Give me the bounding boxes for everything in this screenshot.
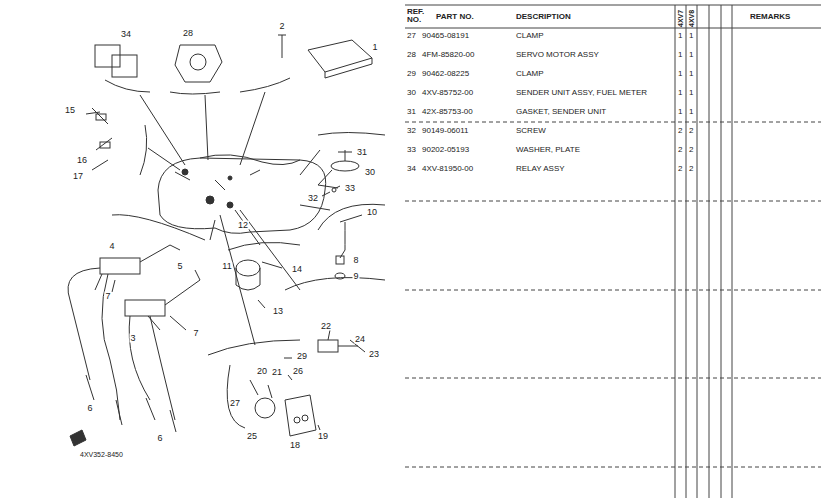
- table-header: DESCRIPTION: [516, 13, 571, 21]
- callout-number: 32: [307, 194, 319, 203]
- part-number: 4XV-85752-00: [422, 89, 473, 97]
- part-description: CLAMP: [516, 70, 544, 78]
- callout-number: 4: [108, 242, 115, 251]
- callout-number: 6: [86, 404, 93, 413]
- table-header: 4XV8: [688, 10, 695, 27]
- quantity: 1: [689, 70, 693, 78]
- table-header: REF. NO.: [407, 8, 433, 25]
- ref-number: 28: [407, 51, 416, 59]
- callout-number: 29: [296, 352, 308, 361]
- callout-number: 28: [182, 29, 194, 38]
- part-description: WASHER, PLATE: [516, 146, 580, 154]
- callout-number: 20: [256, 367, 268, 376]
- quantity: 1: [678, 108, 682, 116]
- table-header: PART NO.: [436, 13, 474, 21]
- part-number: 42X-85753-00: [422, 108, 473, 116]
- callout-number: 7: [104, 292, 111, 301]
- callout-number: 27: [229, 399, 241, 408]
- part-description: CLAMP: [516, 32, 544, 40]
- callout-number: 26: [292, 367, 304, 376]
- drawing-id: 4XV352-8450: [80, 451, 123, 458]
- part-description: SERVO MOTOR ASSY: [516, 51, 599, 59]
- callout-number: 31: [356, 148, 368, 157]
- quantity: 2: [689, 127, 693, 135]
- quantity: 1: [689, 108, 693, 116]
- quantity: 1: [678, 32, 682, 40]
- callout-number: 34: [120, 30, 132, 39]
- part-description: SENDER UNIT ASSY, FUEL METER: [516, 89, 647, 97]
- quantity: 1: [678, 89, 682, 97]
- quantity: 2: [689, 165, 693, 173]
- callout-number: 33: [344, 184, 356, 193]
- quantity: 1: [678, 70, 682, 78]
- callout-number: 17: [72, 172, 84, 181]
- callout-number: 14: [291, 265, 303, 274]
- callout-number: 18: [289, 441, 301, 450]
- quantity: 1: [689, 32, 693, 40]
- callout-number: 25: [246, 432, 258, 441]
- callout-number: 2: [278, 22, 285, 31]
- callout-number: 16: [76, 156, 88, 165]
- callout-number: 7: [192, 329, 199, 338]
- callout-number: 19: [317, 432, 329, 441]
- callout-number: 6: [156, 434, 163, 443]
- quantity: 2: [678, 127, 682, 135]
- ref-number: 32: [407, 127, 416, 135]
- part-number: 90149-06011: [422, 127, 469, 135]
- part-number: 4FM-85820-00: [422, 51, 474, 59]
- callout-number: 23: [368, 350, 380, 359]
- callout-number: 13: [272, 307, 284, 316]
- ref-number: 30: [407, 89, 416, 97]
- callout-number: 21: [271, 368, 283, 377]
- callout-number: 15: [64, 106, 76, 115]
- quantity: 2: [678, 165, 682, 173]
- ref-number: 34: [407, 165, 416, 173]
- part-description: SCREW: [516, 127, 546, 135]
- ref-number: 29: [407, 70, 416, 78]
- part-number: 90202-05193: [422, 146, 469, 154]
- ref-number: 33: [407, 146, 416, 154]
- quantity: 1: [689, 89, 693, 97]
- callout-number: 30: [364, 168, 376, 177]
- callout-number: 22: [320, 322, 332, 331]
- callout-number: 11: [221, 262, 232, 271]
- ref-number: 31: [407, 108, 416, 116]
- part-number: 4XV-81950-00: [422, 165, 473, 173]
- part-number: 90465-08191: [422, 32, 469, 40]
- callout-number: 24: [354, 335, 366, 344]
- quantity: 2: [678, 146, 682, 154]
- callout-number: 8: [352, 256, 359, 265]
- callout-number: 3: [129, 334, 136, 343]
- callout-number: 9: [352, 272, 359, 281]
- table-header: REMARKS: [750, 13, 790, 21]
- part-number: 90462-08225: [422, 70, 469, 78]
- quantity: 1: [678, 51, 682, 59]
- quantity: 2: [689, 146, 693, 154]
- part-description: GASKET, SENDER UNIT: [516, 108, 606, 116]
- ref-number: 27: [407, 32, 416, 40]
- callout-number: 5: [176, 262, 183, 271]
- table-header: 4XV7: [677, 10, 684, 27]
- callout-number: 1: [371, 43, 378, 52]
- part-description: RELAY ASSY: [516, 165, 565, 173]
- callout-number: 10: [366, 208, 378, 217]
- callout-number: 12: [237, 221, 249, 230]
- quantity: 1: [689, 51, 693, 59]
